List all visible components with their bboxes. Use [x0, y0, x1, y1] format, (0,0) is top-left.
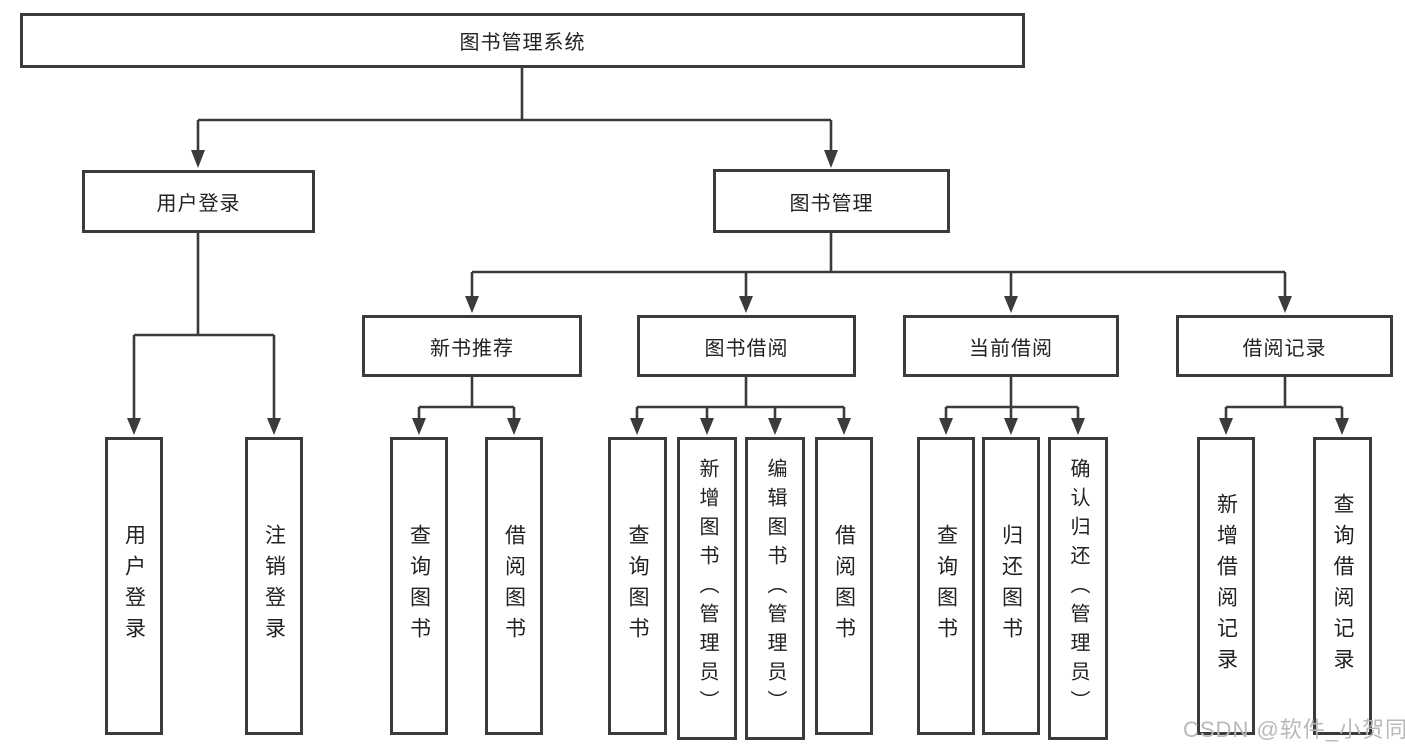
leaf-user-login: 用户登录 [105, 437, 163, 735]
node-current-borrowing: 当前借阅 [903, 315, 1119, 377]
node-book-management: 图书管理 [713, 169, 950, 233]
leaf-borrow-books: 借阅图书 [815, 437, 873, 735]
leaf-query-books-current: 查询图书 [917, 437, 975, 735]
leaf-edit-book-admin: 编辑图书（管理员） [745, 437, 805, 740]
leaf-confirm-return-admin: 确认归还（管理员） [1048, 437, 1108, 740]
node-library-management-system: 图书管理系统 [20, 13, 1025, 68]
node-new-book-recommendation: 新书推荐 [362, 315, 582, 377]
leaf-query-books-recommend: 查询图书 [390, 437, 448, 735]
leaf-logout: 注销登录 [245, 437, 303, 735]
node-user-login-branch: 用户登录 [82, 170, 315, 233]
leaf-return-book: 归还图书 [982, 437, 1040, 735]
leaf-query-borrow-record: 查询借阅记录 [1313, 437, 1372, 735]
node-borrowing-records: 借阅记录 [1176, 315, 1393, 377]
csdn-watermark: CSDN @软件_小贺同学 [1183, 717, 1405, 742]
leaf-add-borrow-record: 新增借阅记录 [1197, 437, 1255, 735]
leaf-query-books-borrowing: 查询图书 [608, 437, 667, 735]
leaf-add-book-admin: 新增图书（管理员） [677, 437, 737, 740]
node-book-borrowing: 图书借阅 [637, 315, 856, 377]
leaf-borrow-books-recommend: 借阅图书 [485, 437, 543, 735]
